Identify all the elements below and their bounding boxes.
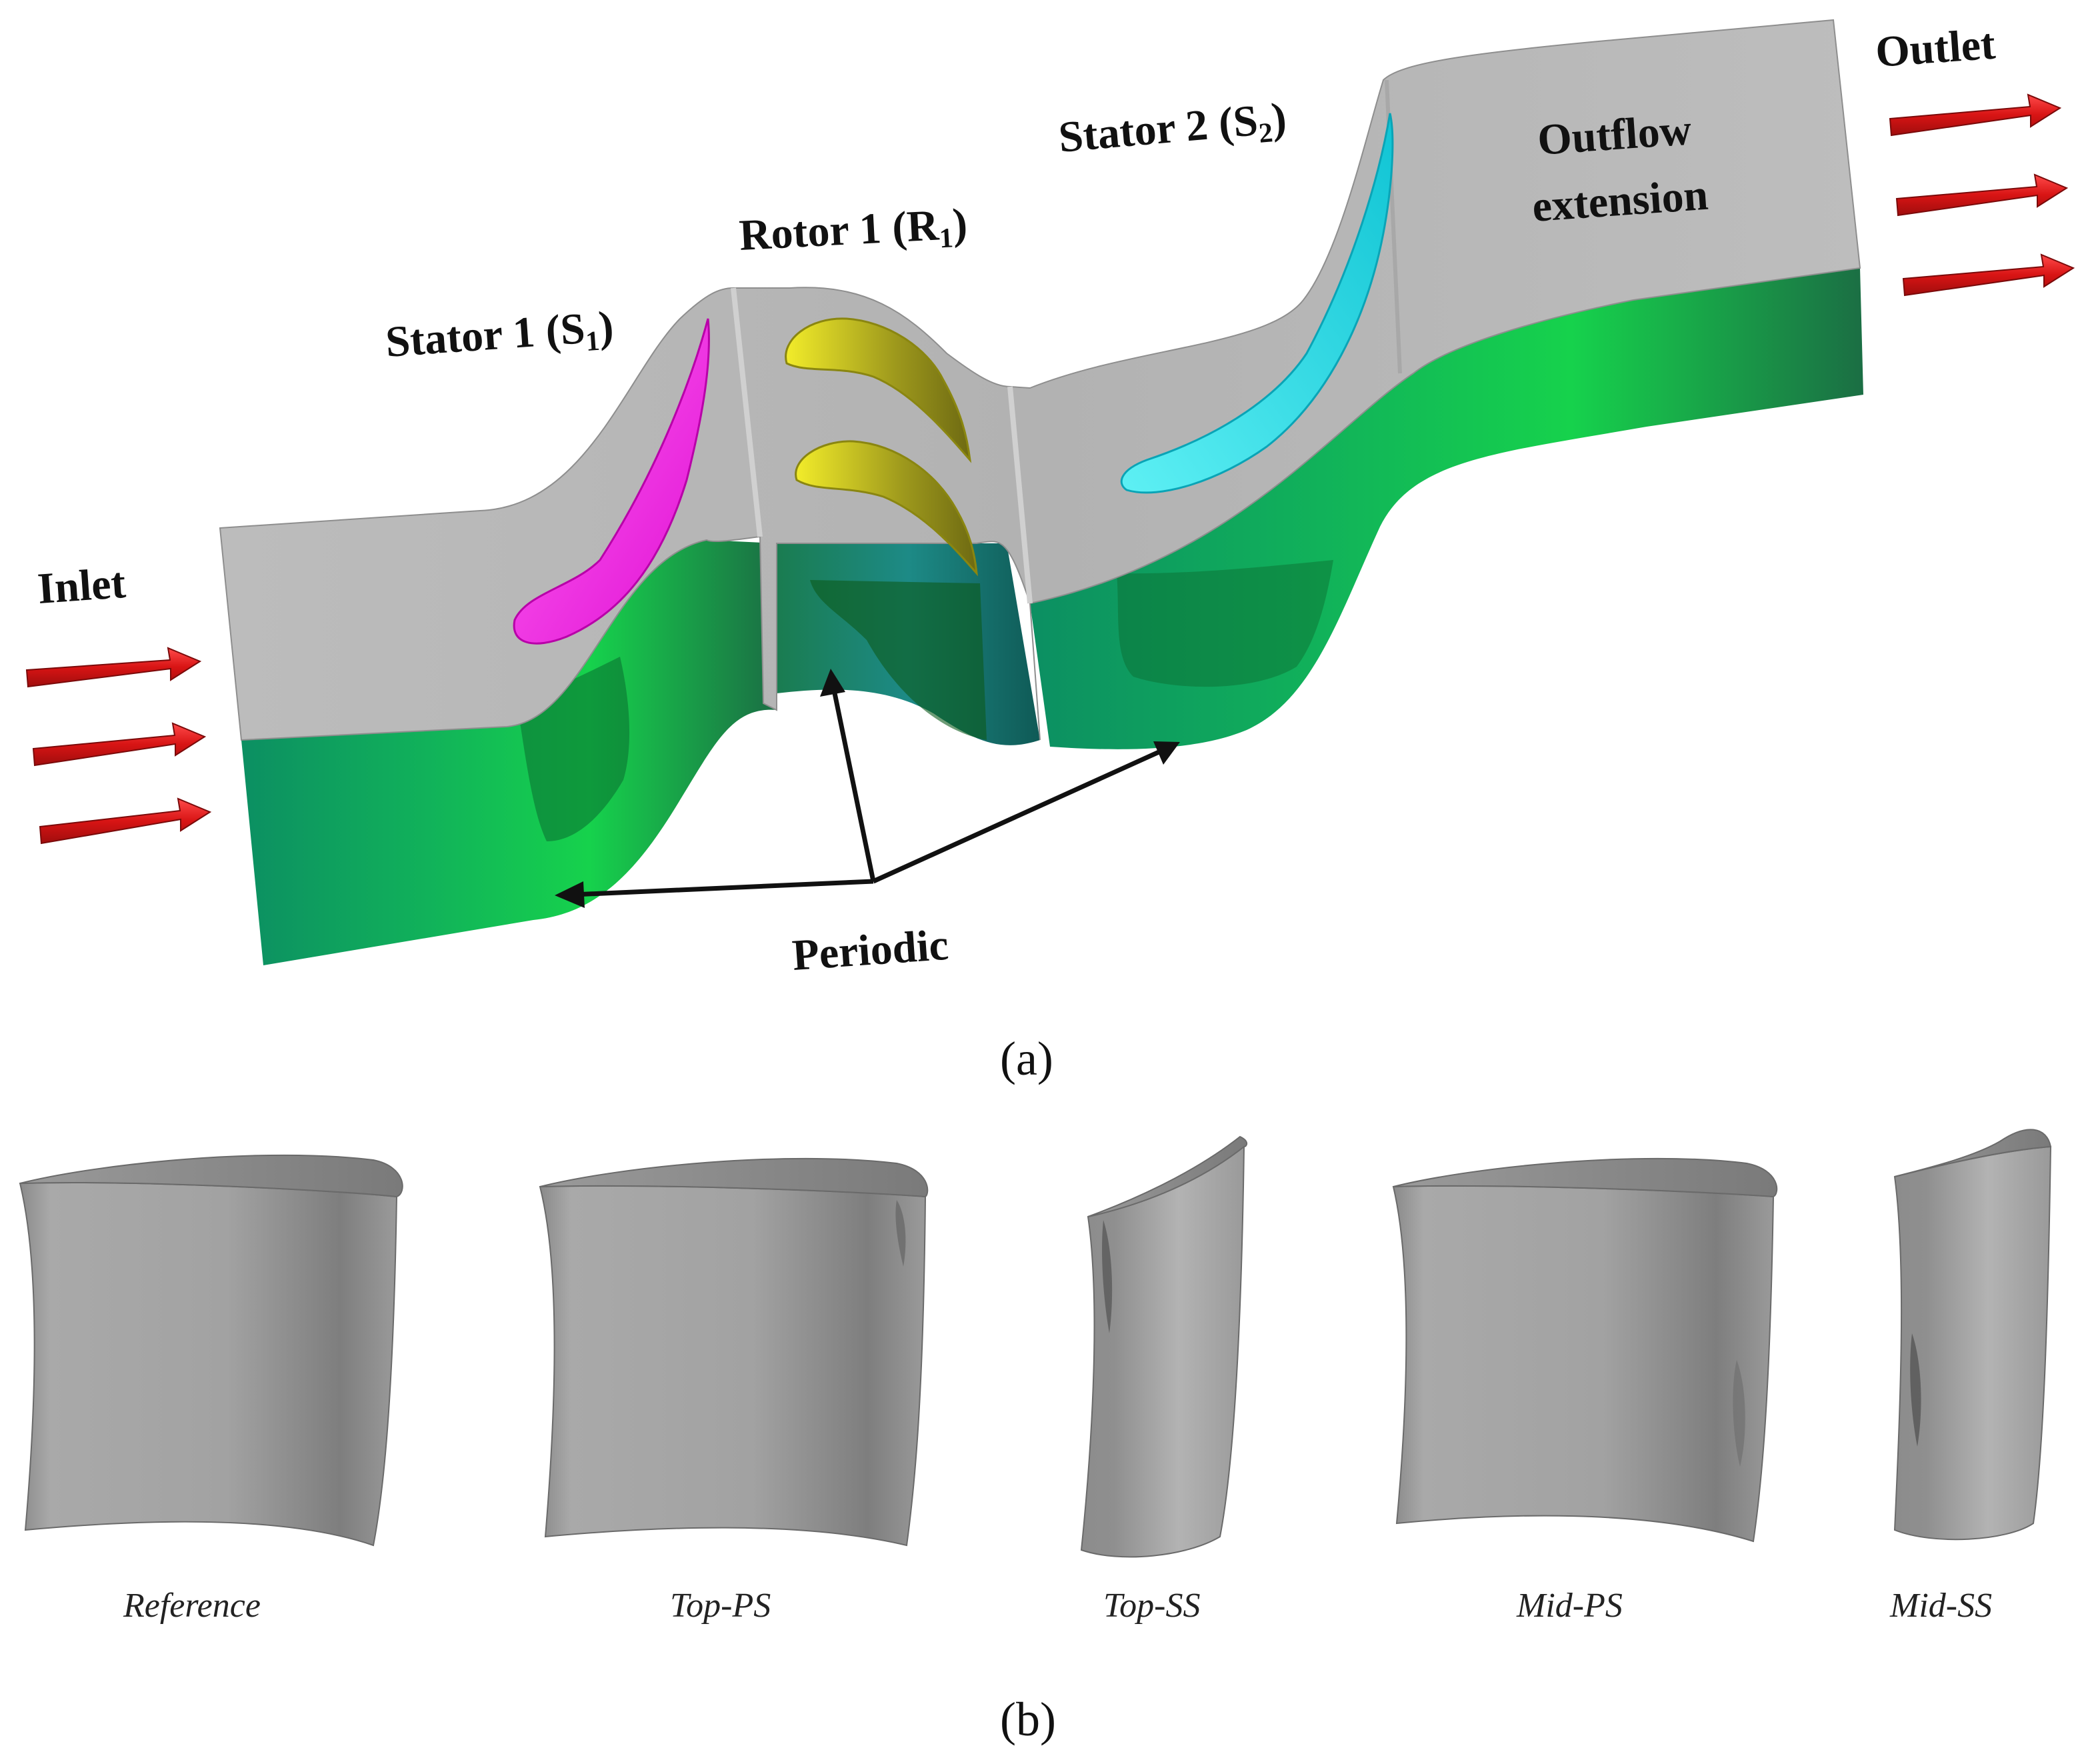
pointer-stator2: [872, 747, 1165, 884]
blade-reference-label: Reference: [123, 1587, 261, 1625]
stator2-label: Stator 2 (S2): [1057, 93, 1289, 167]
blade-mid-ps-dimple: [1733, 1360, 1745, 1467]
blade-top-ss-label: Top-SS: [1103, 1587, 1200, 1625]
pointer-head-stator2: [1153, 741, 1180, 765]
pointer-heads: [555, 669, 1180, 908]
outflow-label-line1: Outflow: [1536, 105, 1693, 165]
inlet-arrows: [25, 647, 212, 845]
blade-mid-ss-label: Mid-SS: [1889, 1587, 1992, 1625]
blade-mid-ss-body: [1893, 1145, 2052, 1541]
stator2-shadow: [1117, 560, 1333, 687]
pointer-head-rotor1: [820, 669, 845, 697]
blade-mid-ps: Mid-PS: [1392, 1157, 1778, 1625]
stator2-blade: [1120, 113, 1394, 494]
periodic-face-stator1: [241, 540, 777, 965]
blade-top-ss-ridge: [1102, 1220, 1113, 1333]
stator1-blade: [513, 318, 710, 645]
stator1-label: Stator 1 (S1): [384, 302, 615, 371]
hub-seam-1: [731, 287, 763, 537]
blade-top-ss-body: [1080, 1145, 1245, 1558]
outlet-arrows: [1889, 93, 2075, 297]
inlet-arrow-1: [25, 647, 202, 688]
outlet-arrow-3: [1902, 253, 2075, 297]
pointer-stator1: [573, 879, 874, 897]
panel-b-caption: (b): [1000, 1693, 1056, 1746]
blade-mid-ps-body: [1392, 1185, 1775, 1543]
blade-reference-body: [19, 1182, 398, 1547]
blade-top-ss: Top-SS: [1080, 1135, 1248, 1625]
inlet-arrow-2: [32, 722, 207, 767]
periodic-pointers: [573, 686, 1165, 897]
outlet-arrow-2: [1895, 173, 2069, 217]
inlet-label: Inlet: [36, 559, 127, 613]
hub-seam-2: [1007, 386, 1033, 604]
panel-a-caption: (a): [1000, 1032, 1053, 1085]
blade-mid-ss: Mid-SS: [1889, 1129, 2052, 1625]
periodic-label: Periodic: [791, 921, 950, 980]
blade-mid-ss-tip: [1894, 1129, 2052, 1177]
rotor1-blade-upper: [785, 317, 972, 463]
blade-mid-ps-tip: [1393, 1157, 1778, 1198]
blade-top-ss-tip: [1087, 1135, 1248, 1217]
blade-top-ps: Top-PS: [539, 1157, 929, 1625]
inlet-arrow-3: [39, 797, 212, 845]
panel-b: Reference Top-PS Top-SS Mid-PS: [19, 1129, 2052, 1746]
periodic-face-stator2: [1030, 268, 1863, 749]
blade-top-ps-dimple: [895, 1200, 906, 1267]
rotor1-shadow: [810, 580, 987, 740]
panel-a: Inlet Outlet Stator 1 (S1) Rotor 1 (R1) …: [25, 19, 2075, 1085]
outlet-arrow-1: [1889, 93, 2062, 137]
blade-mid-ps-label: Mid-PS: [1516, 1587, 1623, 1625]
blade-top-ps-body: [539, 1185, 927, 1547]
pointer-rotor1: [831, 686, 876, 882]
blade-reference-tip: [19, 1154, 403, 1198]
blade-top-ps-label: Top-PS: [670, 1587, 771, 1625]
rotor1-label: Rotor 1 (R1): [738, 199, 969, 265]
blade-reference: Reference: [19, 1154, 403, 1625]
pointer-head-stator1: [555, 881, 585, 908]
outlet-label: Outlet: [1874, 20, 1997, 77]
blade-mid-ss-ridge: [1910, 1333, 1921, 1447]
rotor1-blade-lower: [795, 440, 978, 577]
blade-top-ps-tip: [539, 1157, 929, 1198]
